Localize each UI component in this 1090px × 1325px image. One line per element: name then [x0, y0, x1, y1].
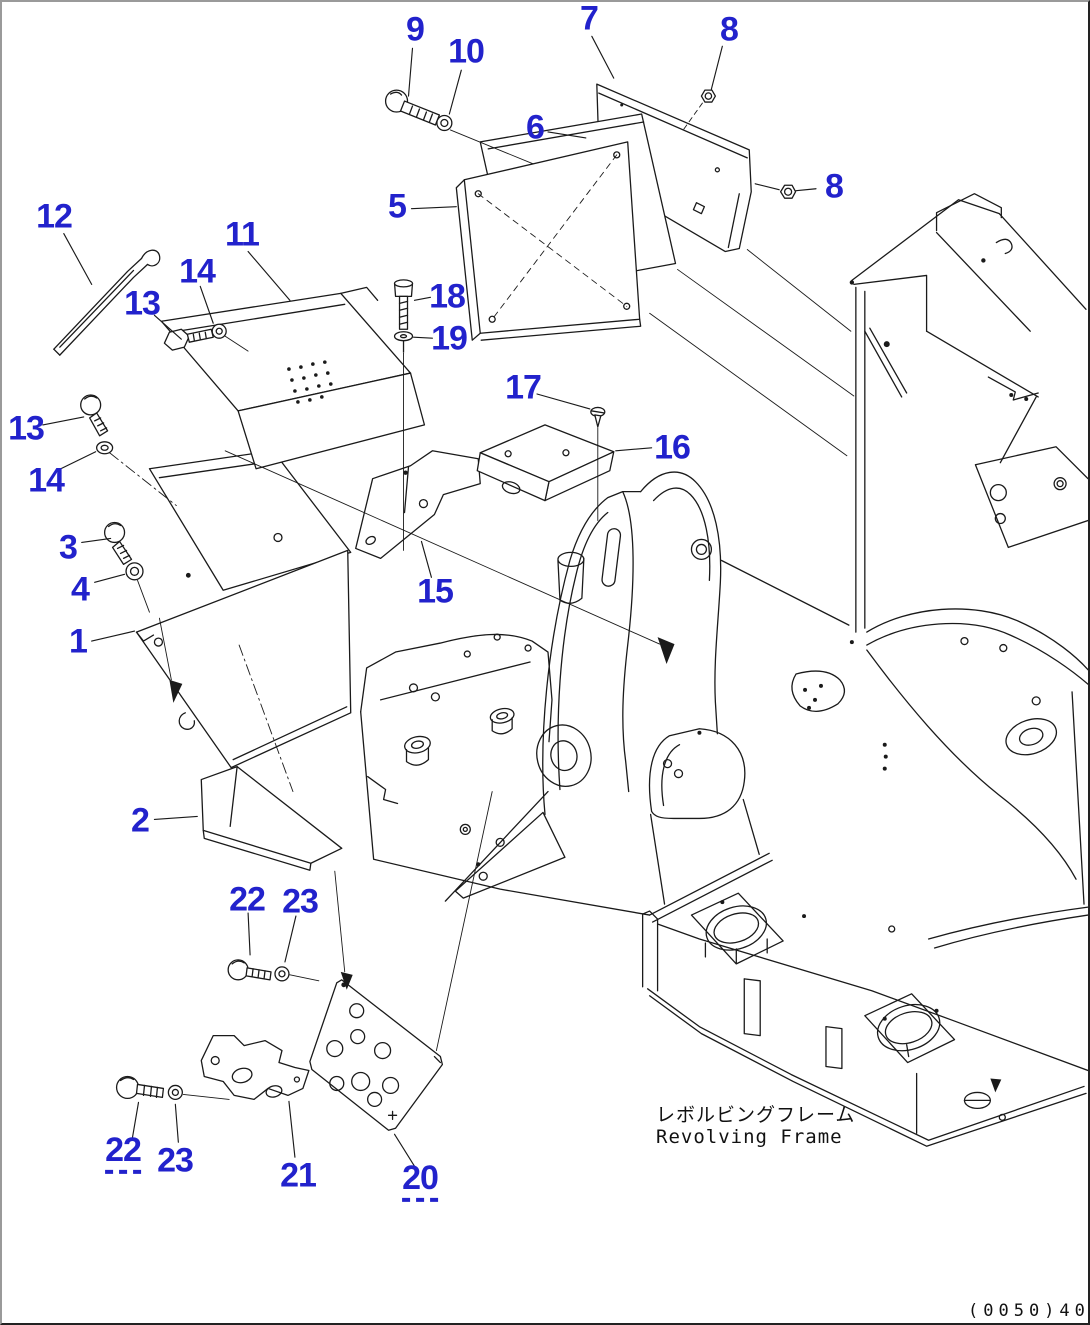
washer-19 — [393, 331, 414, 353]
frame-front-brace — [444, 790, 566, 902]
bolt-18 — [393, 279, 414, 330]
bent-plate-2 — [200, 765, 343, 871]
perforation-dots — [287, 360, 333, 404]
cover-plate-5 — [455, 141, 642, 341]
rear-box-structure — [849, 193, 1088, 549]
washer-23-top — [274, 966, 290, 982]
bracket-16 — [476, 424, 615, 502]
nut-8-top — [700, 89, 717, 103]
assembly-arrows — [169, 637, 1002, 1093]
bolt-9 — [384, 89, 441, 126]
floor-plate-1 — [135, 549, 352, 792]
leader-lines — [42, 35, 817, 1167]
washer-14-top — [211, 323, 227, 339]
clip-squiggle — [178, 712, 196, 730]
frame-label-japanese: レボルビングフレーム — [656, 1104, 856, 1126]
projection-lines — [109, 102, 855, 1100]
trim-strip-12 — [53, 249, 161, 356]
bracket-15 — [355, 450, 481, 560]
frame-label-english: Revolving Frame — [656, 1126, 843, 1148]
bolt-22-top — [227, 959, 272, 981]
washer-14-left — [96, 441, 114, 455]
rear-wall — [855, 286, 866, 633]
washer-23-bottom — [167, 1084, 183, 1101]
gasket-21 — [200, 1034, 310, 1101]
nut-8-right — [779, 184, 797, 199]
boom-mount-towers — [536, 471, 850, 905]
washer-4 — [125, 562, 144, 581]
bolt-3 — [103, 521, 133, 566]
bottom-frame-body — [641, 852, 1088, 1147]
bolt-22-bottom — [115, 1075, 165, 1100]
sheet-code: (0050)40 — [968, 1301, 1090, 1321]
bolt-13-top — [163, 328, 214, 351]
frame-left-deck — [360, 551, 651, 916]
right-fender-arch — [791, 608, 1088, 905]
bolt-13-left — [80, 394, 109, 437]
screw-17 — [590, 406, 606, 428]
cover-plate-20 — [309, 979, 444, 1131]
washer-10 — [436, 114, 453, 132]
perforated-cover-11 — [160, 286, 426, 470]
